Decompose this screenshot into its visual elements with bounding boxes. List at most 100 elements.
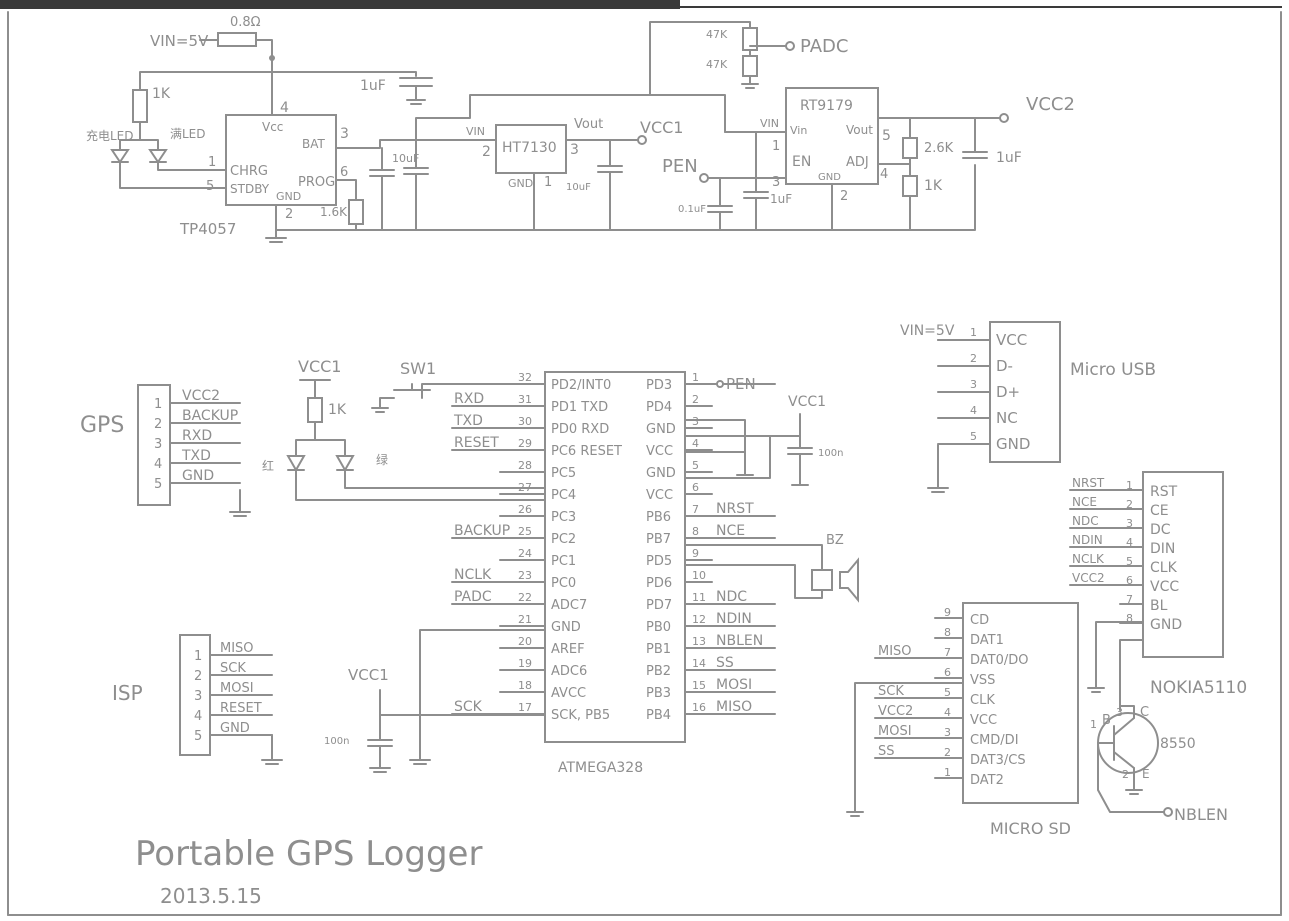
rt9179-pin2: 2 xyxy=(840,189,848,204)
wire xyxy=(295,421,316,457)
pin-number: 2 xyxy=(944,746,951,759)
vcc1-terminal xyxy=(637,135,647,145)
ht7130-vout: Vout xyxy=(574,117,603,132)
pin-number: 19 xyxy=(518,657,532,670)
pin-number: 3 xyxy=(194,689,202,704)
wire xyxy=(1119,705,1135,719)
tp4057-prog: PROG xyxy=(298,175,335,190)
net-label: SCK xyxy=(878,684,904,699)
top-border-line xyxy=(680,6,1282,8)
rt9179-pin4: 4 xyxy=(880,167,888,182)
padc-terminal xyxy=(785,41,795,51)
buzzer xyxy=(811,569,833,591)
pin-number: 2 xyxy=(692,393,699,406)
pin-number: 29 xyxy=(518,437,532,450)
gps-name: GPS xyxy=(80,413,124,438)
divider-resistor-bottom xyxy=(742,55,758,77)
nokia5110-module xyxy=(1142,471,1224,658)
sd-name: MICRO SD xyxy=(990,819,1071,838)
right-vcc1-label: VCC1 xyxy=(788,394,826,410)
ht-cap-value: 10uF xyxy=(566,182,591,193)
prog-resistor-value: 1.6K xyxy=(320,205,348,219)
transistor-e: E xyxy=(1142,767,1150,781)
tp4057-name: TP4057 xyxy=(179,220,236,238)
wire xyxy=(1095,621,1144,689)
mcu-name: ATMEGA328 xyxy=(558,760,643,776)
pin-number: 5 xyxy=(154,477,162,492)
net-label: NCLK xyxy=(454,567,492,583)
rt9179-pin1: 1 xyxy=(772,139,780,154)
pin-label: GND xyxy=(182,468,214,484)
pin-label: CE xyxy=(1150,503,1169,519)
input-cap-value: 1uF xyxy=(360,78,386,94)
pin-number: 8 xyxy=(1126,612,1133,625)
pin-label: VSS xyxy=(970,673,995,688)
buzzer-speaker-icon xyxy=(839,557,859,603)
pin-number: 3 xyxy=(1126,517,1133,530)
buzzer-label: BZ xyxy=(826,533,844,548)
net-label: SS xyxy=(878,744,895,759)
tp4057-pin5: 5 xyxy=(206,179,214,194)
wire xyxy=(421,383,546,399)
pin-name: GND xyxy=(646,422,676,437)
sense-resistor-value: 0.8Ω xyxy=(230,15,261,30)
pin-name: GND xyxy=(646,466,676,481)
pin-label: MISO xyxy=(220,641,254,656)
pin-name: PC2 xyxy=(551,532,576,547)
pin-number: 16 xyxy=(692,701,706,714)
pin-label: D- xyxy=(996,357,1013,375)
pin-label: DAT0/DO xyxy=(970,653,1029,668)
tp4057-chrg: CHRG xyxy=(230,164,268,179)
pin-name: PD0 RXD xyxy=(551,422,609,437)
pin-number: 7 xyxy=(944,646,951,659)
wire xyxy=(255,39,273,116)
rt9179-en: EN xyxy=(792,154,811,170)
rt9179-vin1: Vin xyxy=(790,124,807,137)
transistor-emitter xyxy=(1113,751,1135,769)
transistor-pin2: 2 xyxy=(1122,768,1129,781)
led-resistor xyxy=(132,89,148,123)
net-label: MISO xyxy=(716,699,752,715)
charge-led xyxy=(110,149,130,164)
rt9179-vin: VIN xyxy=(760,117,779,130)
pin-number: 1 xyxy=(944,766,951,779)
pin-number: 31 xyxy=(518,393,532,406)
wire xyxy=(314,439,346,457)
adj-resistor-top xyxy=(902,137,918,159)
pin-name: AVCC xyxy=(551,686,586,701)
pin-label: RST xyxy=(1150,484,1178,500)
bat-wire xyxy=(335,94,726,149)
pin-number: 13 xyxy=(692,635,706,648)
pin-number: 1 xyxy=(692,371,699,384)
ht7130-pin2: 2 xyxy=(482,144,491,160)
nblen-label: NBLEN xyxy=(1174,805,1228,824)
pin-label: BACKUP xyxy=(182,408,238,424)
wire xyxy=(854,682,964,813)
net-label: NDC xyxy=(1072,514,1099,528)
wire xyxy=(649,21,751,96)
pin-label: TXD xyxy=(181,448,211,464)
wire xyxy=(119,121,141,151)
wire xyxy=(769,435,801,449)
pin-name: PC1 xyxy=(551,554,576,569)
pin-number: 1 xyxy=(970,326,977,339)
tp4057-vcc: Vcc xyxy=(262,120,283,134)
avcc-cap-value: 100n xyxy=(324,736,349,747)
rt9179-adj: ADJ xyxy=(846,155,869,170)
net-label: NCE xyxy=(716,523,745,539)
pin-number: 15 xyxy=(692,679,706,692)
charge-led-label: 充电LED xyxy=(86,128,134,143)
rt9179-gnd: GND xyxy=(818,172,841,183)
wire xyxy=(119,161,227,189)
pin-number: 5 xyxy=(194,729,202,744)
pin-name: PD3 xyxy=(646,378,672,393)
green-led xyxy=(335,455,355,473)
pin-number: 4 xyxy=(944,706,951,719)
pin-number: 2 xyxy=(154,417,162,432)
pin-name: PD6 xyxy=(646,576,672,591)
